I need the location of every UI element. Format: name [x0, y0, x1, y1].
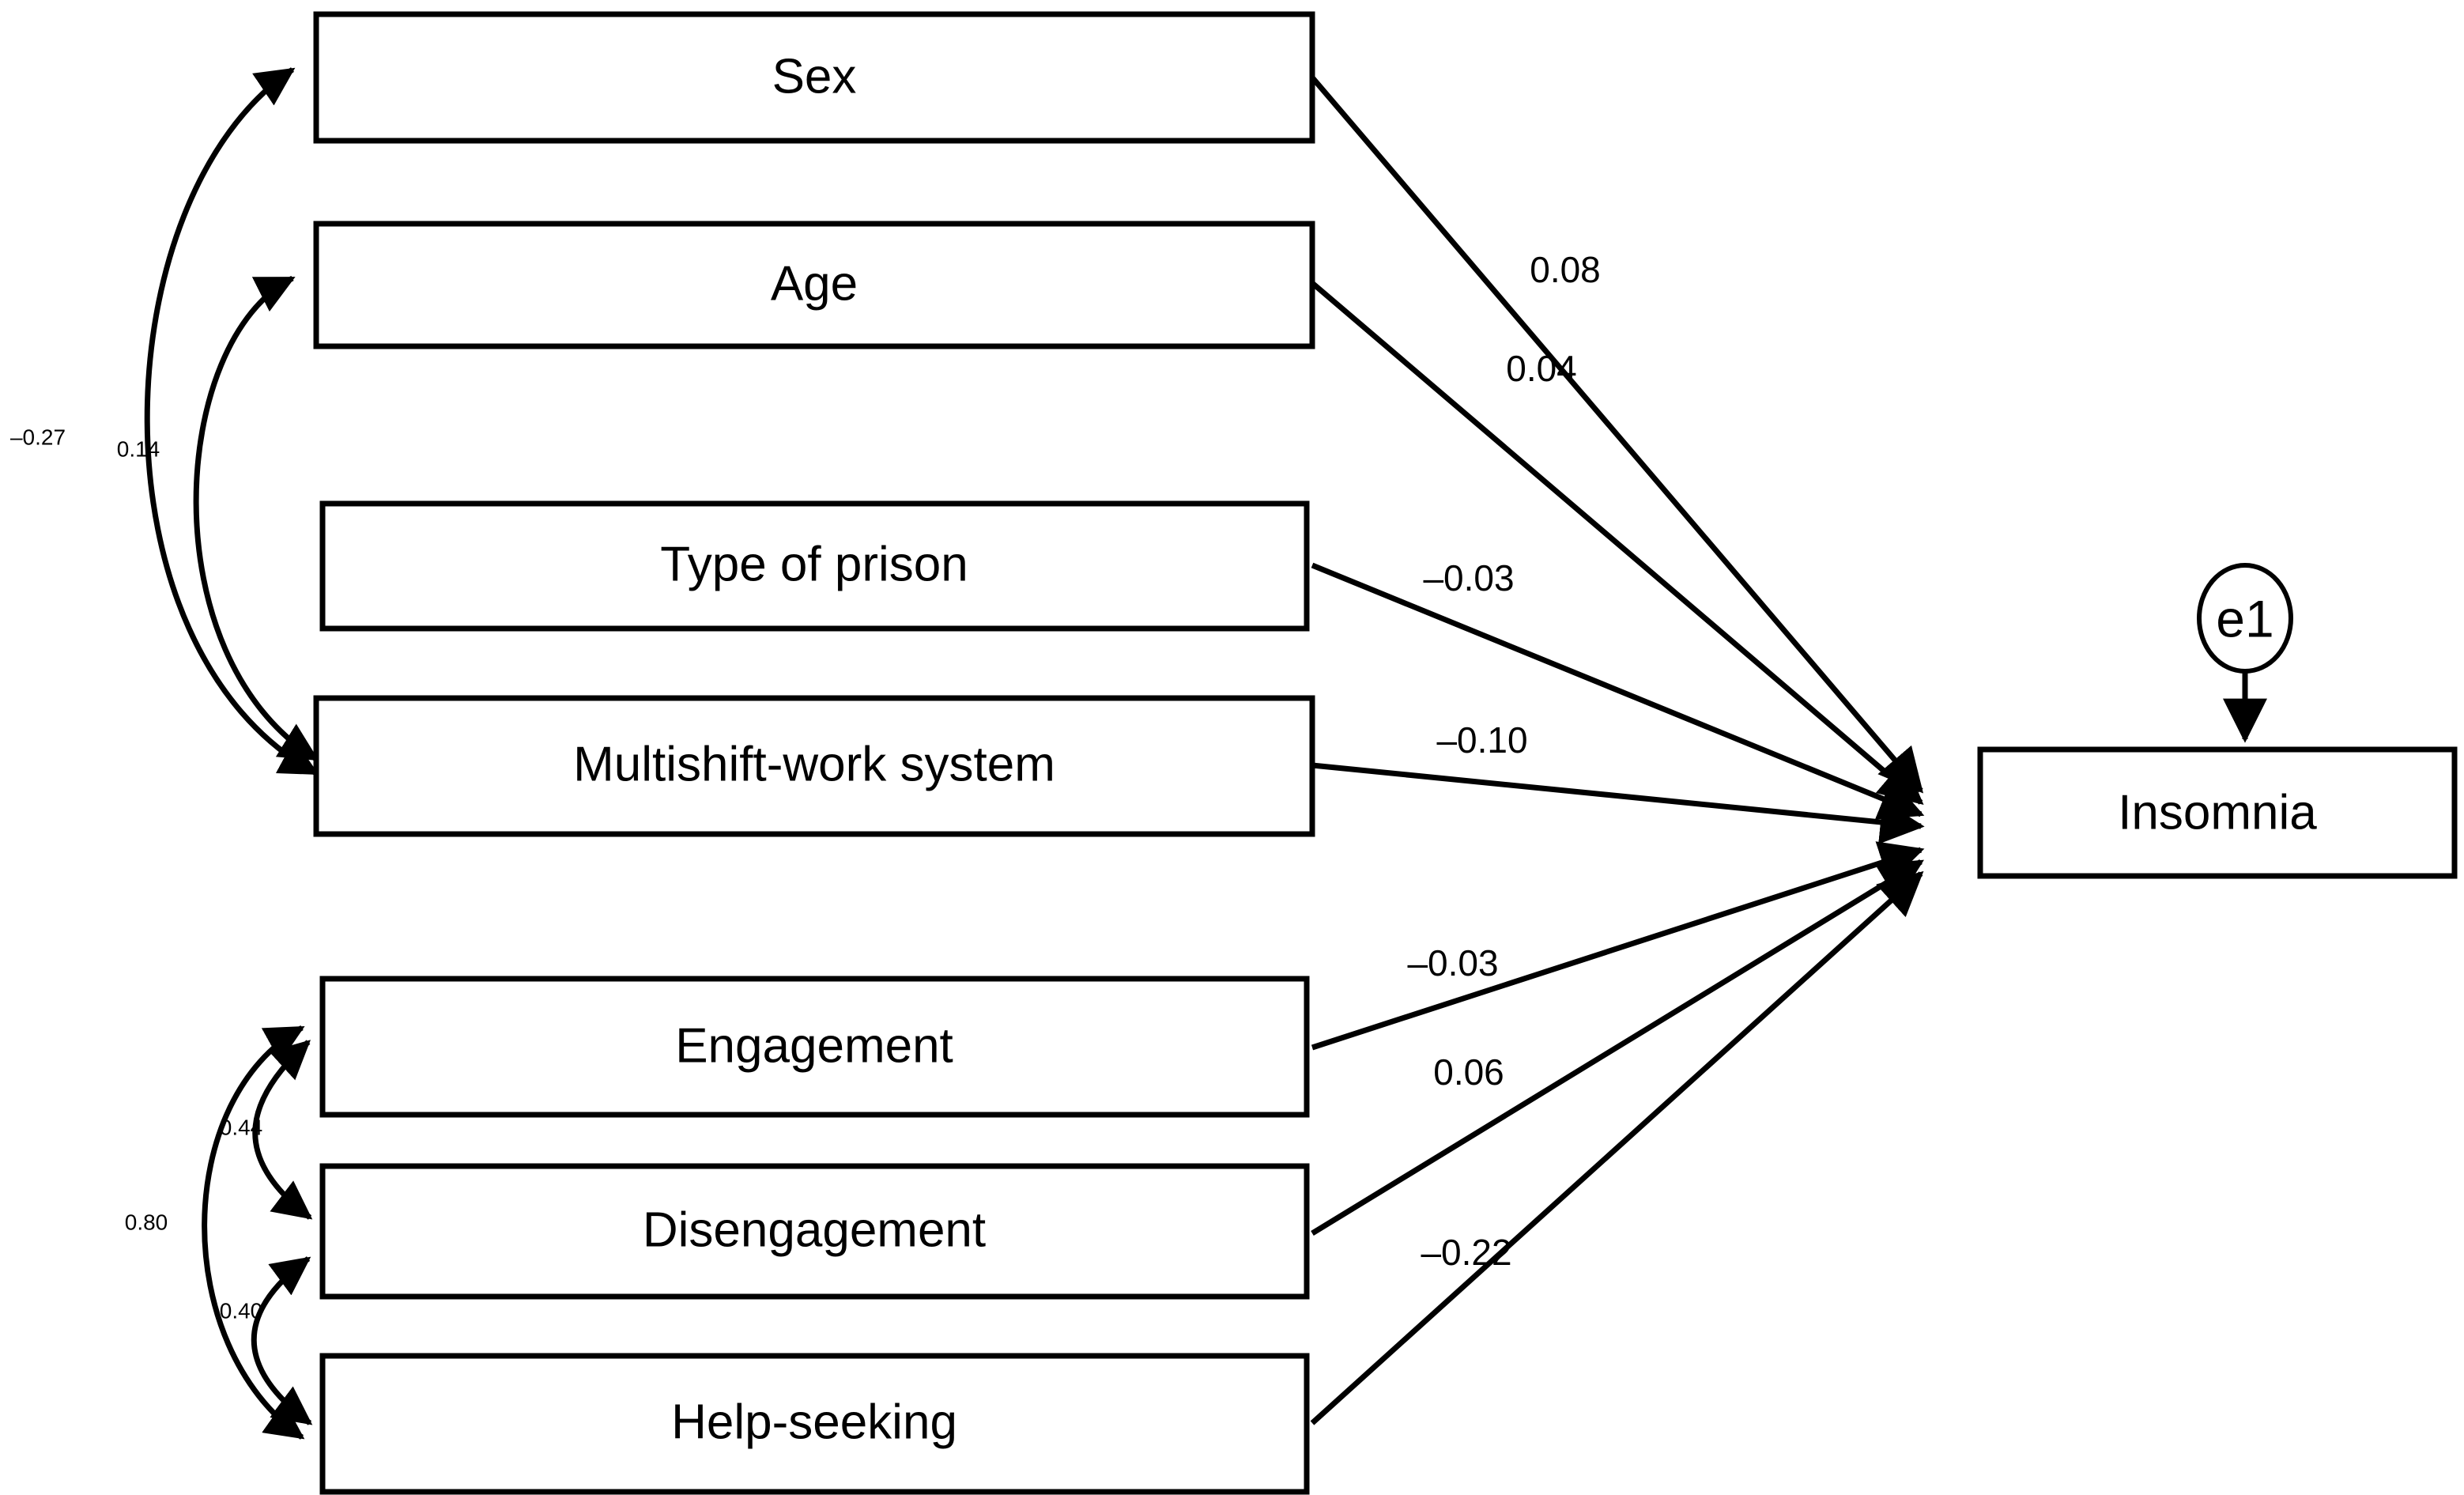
node-disengagement-label: Disengagement [643, 1202, 986, 1257]
path-engagement-to-insomnia [1311, 841, 1925, 1051]
corr-label-engagement-helpseeking: 0.80 [125, 1210, 168, 1234]
corr-arc-sex-multishift [144, 67, 319, 776]
node-type-of-prison-label: Type of prison [660, 537, 968, 591]
node-disengagement[interactable]: Disengagement [319, 1163, 1310, 1300]
coef-label-sex: 0.08 [1530, 249, 1601, 290]
node-sex[interactable]: Sex [313, 11, 1315, 144]
corr-arc-engagement-disengagement [252, 1040, 313, 1220]
error-term-e1-ellipse [2197, 563, 2293, 674]
node-engagement-box[interactable] [319, 976, 1310, 1118]
node-help-seeking-label: Help-seeking [671, 1395, 957, 1449]
node-insomnia[interactable]: Insomnia [1977, 746, 2458, 879]
coef-label-prison: –0.03 [1423, 557, 1514, 598]
path-age-to-insomnia [1310, 281, 1924, 806]
node-multishift-work-system-box[interactable] [313, 695, 1315, 837]
node-multishift-work-system-label: Multishift-work system [573, 737, 1055, 791]
node-insomnia-label: Insomnia [2118, 785, 2317, 840]
regression-paths-group [1310, 75, 1925, 1425]
corr-arc-age-multishift [193, 275, 319, 761]
corr-arc-engagement-helpseeking [202, 1025, 305, 1440]
correlation-arcs-lower [202, 1025, 313, 1440]
node-engagement-label: Engagement [675, 1018, 953, 1073]
predictor-boxes-group: Sex Age Type of prison Multishift-work s… [313, 11, 1315, 1495]
node-multishift-work-system[interactable]: Multishift-work system [313, 695, 1315, 837]
corr-label-disengagement-helpseeking: 0.40 [220, 1298, 263, 1323]
node-age[interactable]: Age [313, 221, 1315, 349]
path-sex-to-insomnia [1310, 75, 1924, 794]
node-engagement[interactable]: Engagement [319, 976, 1310, 1118]
node-help-seeking-box[interactable] [319, 1353, 1310, 1495]
coef-label-disengagement: 0.06 [1433, 1051, 1504, 1093]
error-term-e1-label: e1 [2216, 589, 2273, 647]
node-disengagement-box[interactable] [319, 1163, 1310, 1300]
regression-coefficient-labels: 0.08 0.04 –0.03 –0.10 –0.03 0.06 –0.22 [1407, 249, 1600, 1273]
node-type-of-prison[interactable]: Type of prison [319, 500, 1310, 632]
corr-arc-disengagement-helpseeking [251, 1256, 313, 1425]
coef-label-multishift: –0.10 [1436, 719, 1527, 761]
corr-label-engagement-disengagement: 0.44 [220, 1115, 263, 1139]
node-age-box[interactable] [313, 221, 1315, 349]
error-term-group: e1 [2197, 563, 2293, 743]
coef-label-age: 0.04 [1506, 348, 1577, 389]
correlation-arcs-upper [144, 67, 319, 776]
path-prison-to-insomnia [1311, 562, 1925, 820]
node-sex-label: Sex [772, 49, 857, 104]
node-help-seeking[interactable]: Help-seeking [319, 1353, 1310, 1495]
path-disengagement-to-insomnia [1311, 859, 1924, 1236]
path-multishift-to-insomnia [1311, 762, 1925, 844]
corr-label-sex-multishift: –0.27 [10, 425, 66, 449]
node-age-label: Age [771, 256, 858, 311]
path-helpseeking-to-insomnia [1310, 870, 1924, 1425]
node-sex-box[interactable] [313, 11, 1315, 144]
node-type-of-prison-box[interactable] [319, 500, 1310, 632]
correlation-coefficient-labels: –0.27 0.14 0.44 0.80 0.40 [10, 425, 262, 1323]
coef-label-helpseeking: –0.22 [1421, 1232, 1511, 1273]
coef-label-engagement: –0.03 [1407, 942, 1498, 983]
corr-label-age-multishift: 0.14 [117, 436, 160, 461]
node-insomnia-box[interactable] [1977, 746, 2458, 879]
